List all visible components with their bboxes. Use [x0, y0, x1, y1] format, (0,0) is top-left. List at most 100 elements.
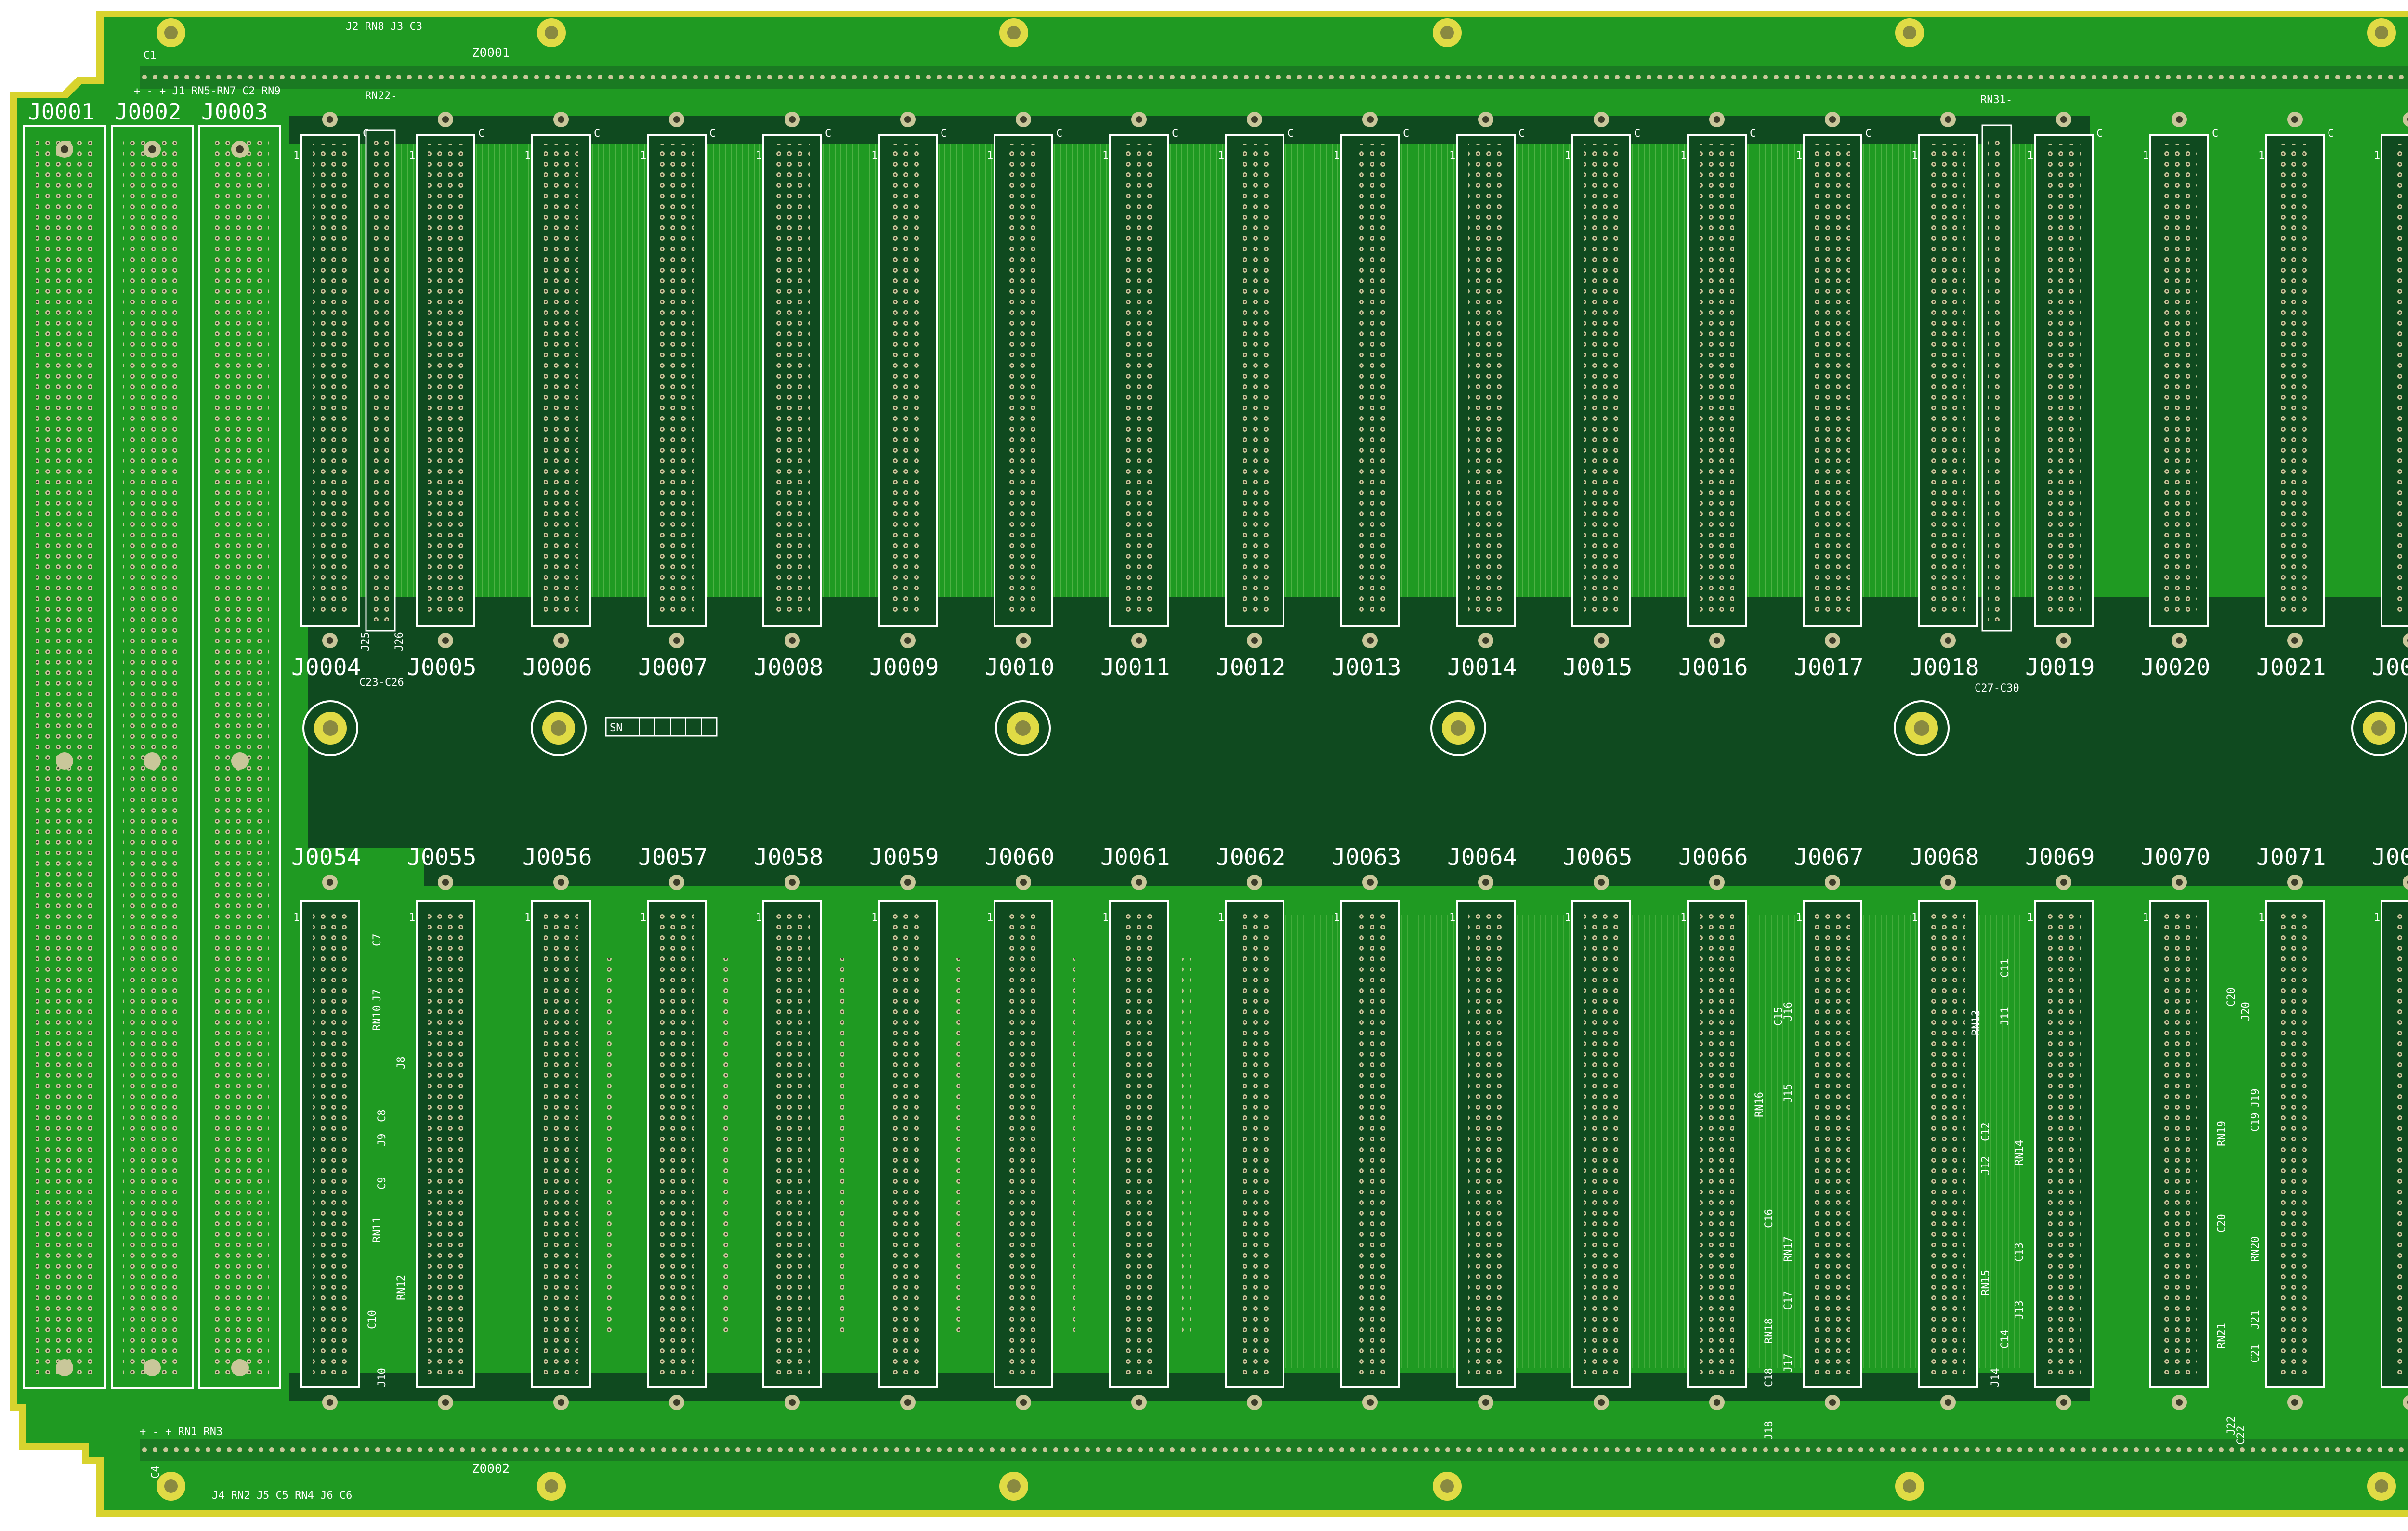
edge-pad [1594, 1447, 1598, 1452]
connector-bottom-tab-hole [1829, 1399, 1836, 1406]
pin1-mark: 1 [409, 912, 415, 924]
pin1-mark: 1 [1218, 912, 1224, 924]
edge-pad [2378, 75, 2382, 79]
edge-pad [502, 1447, 507, 1452]
component-ref-label: C9 [376, 1177, 388, 1190]
edge-pad [2070, 75, 2075, 79]
edge-pad [1901, 75, 1906, 79]
edge-pad [1890, 1447, 1895, 1452]
component-ref-label: J19 [2250, 1088, 2262, 1108]
edge-pad [2303, 1447, 2308, 1452]
edge-pad [2166, 1447, 2171, 1452]
edge-pad [1753, 75, 1757, 79]
edge-pad [439, 1447, 444, 1452]
label-bottom-connector: J0070 [2141, 844, 2211, 871]
edge-pad [1519, 1447, 1524, 1452]
edge-pad [1636, 75, 1641, 79]
edge-pad [1096, 75, 1100, 79]
connector-top-pins [1931, 144, 1965, 616]
edge-pad [767, 75, 772, 79]
edge-pad [2176, 75, 2181, 79]
mounting-hole [236, 145, 244, 153]
connector-bottom-tab-hole [673, 1399, 680, 1406]
label-bottom-connector: J0059 [869, 844, 939, 871]
via-column [836, 958, 844, 1334]
edge-pad [608, 75, 613, 79]
edge-pad [1901, 1447, 1906, 1452]
connector-bottom-tab-hole [789, 879, 796, 886]
pin1-mark: 1 [2258, 912, 2264, 924]
edge-pad [1647, 75, 1651, 79]
edge-pad [1074, 75, 1079, 79]
component-ref-label: J15 [1782, 1084, 1794, 1103]
connector-top-tab-hole [1598, 637, 1605, 644]
edge-pad [1784, 1447, 1789, 1452]
edge-pad [873, 1447, 878, 1452]
edge-pad [2303, 75, 2308, 79]
edge-pad [1933, 75, 1937, 79]
edge-pad [1911, 1447, 1916, 1452]
edge-pad [947, 75, 952, 79]
component-ref-label: C22 [2235, 1426, 2247, 1445]
edge-pad [2155, 1447, 2160, 1452]
connector-bottom-tab-hole [1945, 879, 1951, 886]
edge-pad [1191, 75, 1196, 79]
component-ref-label: J18 [1763, 1421, 1775, 1440]
pin1-mark: 1 [640, 150, 646, 162]
edge-pad [216, 1447, 221, 1452]
edge-pad [2240, 75, 2245, 79]
edge-pad [916, 1447, 920, 1452]
edge-pad [968, 75, 973, 79]
connector-top-tab [2403, 112, 2408, 127]
edge-pad [661, 1447, 666, 1452]
edge-pad [1731, 1447, 1736, 1452]
edge-pad [1403, 1447, 1408, 1452]
mounting-pad [56, 752, 73, 770]
edge-pad [1964, 1447, 1969, 1452]
edge-pad [1297, 75, 1302, 79]
edge-pad [1392, 1447, 1397, 1452]
mounting-pad [144, 1359, 161, 1376]
edge-pad [2293, 75, 2298, 79]
label-c27-c30: C27-C30 [1975, 682, 2019, 694]
pin1-mark: 1 [871, 150, 877, 162]
edge-pad [810, 75, 814, 79]
edge-pad [693, 75, 698, 79]
edge-pad [1382, 75, 1387, 79]
component-ref-label: RN15 [1980, 1270, 1992, 1295]
edge-pad [428, 1447, 433, 1452]
connector-top-tab-hole [558, 637, 564, 644]
edge-pad [1594, 75, 1598, 79]
edge-pad [619, 75, 624, 79]
edge-pad [1668, 1447, 1673, 1452]
connector-bottom-tab-hole [1020, 1399, 1027, 1406]
edge-pad [2028, 75, 2033, 79]
edge-pad [2007, 75, 2012, 79]
edge-pad [979, 1447, 984, 1452]
edge-pad [905, 1447, 910, 1452]
edge-pad [2007, 1447, 2012, 1452]
edge-pad [1424, 75, 1429, 79]
mounting-pad [231, 752, 249, 770]
connector-top-pins [544, 144, 578, 616]
connector-top-pins [1353, 144, 1387, 616]
edge-pad [1710, 1447, 1715, 1452]
edge-pad [1678, 75, 1683, 79]
component-ref-label: RN14 [2014, 1140, 2026, 1165]
edge-pad [651, 1447, 655, 1452]
pin1-mark: 1 [2258, 150, 2264, 162]
edge-pad [1806, 75, 1810, 79]
connector-top-tab-hole [1020, 116, 1027, 123]
edge-pad [1413, 1447, 1418, 1452]
label-top-connector: J0011 [1100, 654, 1170, 681]
connector-bottom-tab-hole [1598, 1399, 1605, 1406]
edge-pad [1604, 1447, 1609, 1452]
label-bottom-connector: J0065 [1563, 844, 1633, 871]
label-bottom-connector: J0061 [1100, 844, 1170, 871]
connector-bottom-pins [890, 910, 925, 1377]
mounting-hole [1015, 720, 1031, 736]
edge-pad [502, 75, 507, 79]
edge-pad [1996, 1447, 2001, 1452]
connector-bottom-tab-hole [1020, 879, 1027, 886]
